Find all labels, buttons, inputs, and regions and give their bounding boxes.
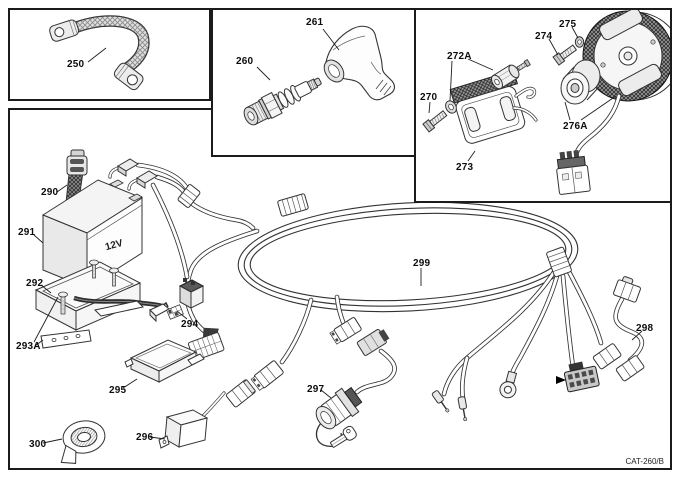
battery-tray bbox=[34, 259, 169, 331]
tape-roll bbox=[60, 420, 106, 464]
part-label-276a: 276A bbox=[563, 121, 588, 132]
stator-connector bbox=[556, 150, 591, 195]
spark-plug-illustration bbox=[243, 25, 395, 126]
harness-branch-wires bbox=[108, 162, 645, 402]
harness-end-terminals bbox=[431, 343, 622, 422]
washer-272a bbox=[445, 100, 457, 114]
part-label-275: 275 bbox=[559, 19, 577, 30]
part-label-274: 274 bbox=[535, 31, 553, 42]
branch-connector-pair bbox=[250, 360, 284, 391]
part-label-273: 273 bbox=[456, 162, 474, 173]
part-label-261: 261 bbox=[306, 17, 324, 28]
part-label-300: 300 bbox=[29, 439, 47, 450]
relay-assembly bbox=[158, 379, 256, 449]
relay-connector-cluster bbox=[149, 278, 205, 323]
part-label-297: 297 bbox=[307, 384, 325, 395]
braided-strap bbox=[68, 15, 150, 76]
spacer-272a bbox=[490, 59, 531, 90]
magneto-coil-ring bbox=[560, 59, 601, 105]
ignition-switch bbox=[315, 386, 363, 448]
switch-connector-pair bbox=[329, 317, 390, 356]
part-label-294: 294 bbox=[181, 319, 199, 330]
battery-voltage-text: 12V bbox=[104, 238, 124, 253]
harness-illustration: 12V bbox=[33, 149, 645, 464]
part-label-295: 295 bbox=[109, 385, 127, 396]
mounting-strip bbox=[40, 329, 92, 349]
ground-strap-panel: 250 bbox=[8, 8, 211, 101]
part-label-293a: 293A bbox=[16, 341, 41, 352]
part-label-292: 292 bbox=[26, 278, 44, 289]
stator-wire bbox=[574, 93, 622, 155]
part-label-296: 296 bbox=[136, 432, 154, 443]
control-module bbox=[124, 339, 205, 383]
ring-terminal-top bbox=[49, 19, 80, 42]
leader-lines bbox=[33, 184, 643, 444]
key bbox=[330, 425, 357, 448]
spade-connectors bbox=[117, 158, 158, 189]
ignition-illustration bbox=[422, 10, 670, 195]
ground-strap-illustration bbox=[49, 15, 150, 91]
part-label-291: 291 bbox=[18, 227, 36, 238]
bolt-270 bbox=[422, 110, 448, 133]
part-label-250: 250 bbox=[67, 59, 85, 70]
tray-bolt bbox=[109, 267, 119, 287]
washer-275 bbox=[574, 36, 585, 48]
spark-plug-panel: 260 261 bbox=[211, 8, 418, 157]
ignition-panel: 270 272A 273 274 275 276A bbox=[414, 8, 672, 203]
tray-bolt bbox=[89, 259, 99, 279]
tray-bolt bbox=[58, 291, 68, 315]
ring-terminal-bottom bbox=[113, 62, 144, 91]
flywheel bbox=[582, 10, 670, 102]
harness-wrap-bands bbox=[177, 184, 572, 278]
spark-plug-cap bbox=[323, 25, 395, 101]
part-label-270: 270 bbox=[420, 92, 438, 103]
part-label-272a: 272A bbox=[447, 51, 472, 62]
jumper-cable-connectors bbox=[613, 276, 645, 382]
part-label-260: 260 bbox=[236, 56, 254, 67]
bolt-274 bbox=[552, 44, 578, 66]
part-label-298: 298 bbox=[636, 323, 654, 334]
spark-plug bbox=[243, 77, 322, 126]
part-label-299: 299 bbox=[413, 258, 431, 269]
part-label-290: 290 bbox=[41, 187, 59, 198]
wiring-harness-loop bbox=[237, 201, 579, 313]
diagram-code: CAT-260/B bbox=[625, 457, 664, 466]
